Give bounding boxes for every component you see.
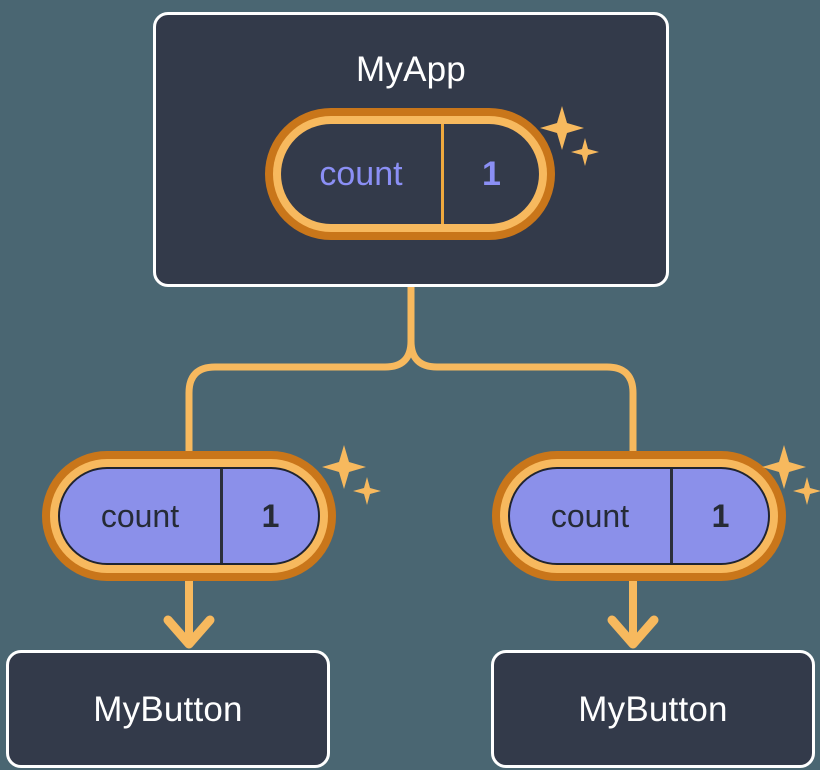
state-pill-ring: count 1 xyxy=(273,116,547,232)
state-pill-branch-left[interactable]: count 1 xyxy=(42,451,336,581)
sparkle-small-icon xyxy=(353,477,381,505)
state-value-label: 1 xyxy=(219,469,318,563)
state-pill-branch-right[interactable]: count 1 xyxy=(492,451,786,581)
state-value-label: 1 xyxy=(440,124,539,224)
state-key-label: count xyxy=(100,498,180,534)
state-pill-body: count 1 xyxy=(58,467,320,565)
state-pill-ring: count 1 xyxy=(50,459,328,573)
state-pill-body: count 1 xyxy=(281,124,539,224)
state-pill-body: count 1 xyxy=(508,467,770,565)
branch-connector-right xyxy=(407,337,637,465)
state-key-label: count xyxy=(319,155,403,193)
component-card-mybutton-right[interactable]: MyButton xyxy=(491,650,815,768)
page-title: MyApp xyxy=(356,50,466,89)
component-title: MyButton xyxy=(578,689,728,729)
component-card-mybutton-left[interactable]: MyButton xyxy=(6,650,330,768)
sparkle-small-icon xyxy=(793,477,820,505)
component-title: MyButton xyxy=(93,689,243,729)
state-pill-root[interactable]: count 1 xyxy=(265,108,555,240)
arrow-down-icon-left xyxy=(163,576,215,649)
state-key-label: count xyxy=(550,498,630,534)
state-pill-ring: count 1 xyxy=(500,459,778,573)
branch-connector-left xyxy=(185,337,415,465)
sparkle-icon xyxy=(322,445,366,489)
arrow-down-icon-right xyxy=(607,576,659,649)
state-value-label: 1 xyxy=(669,469,768,563)
